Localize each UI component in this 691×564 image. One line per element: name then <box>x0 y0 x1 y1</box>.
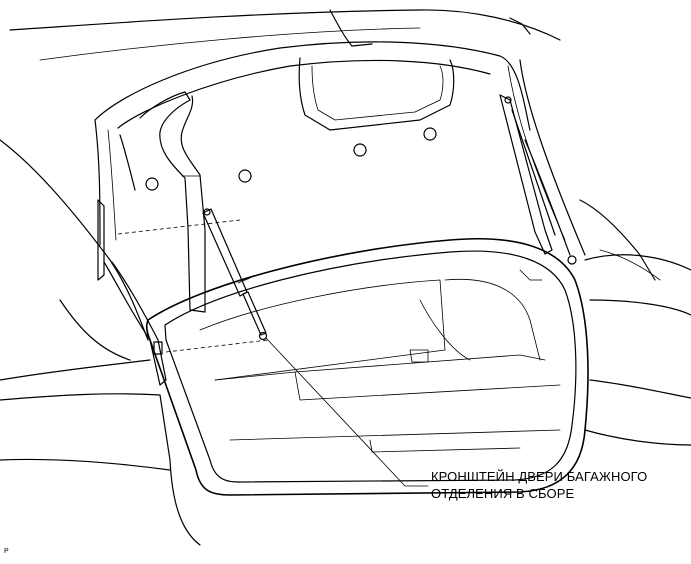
strut-callout-label: КРОНШТЕЙН ДВЕРИ БАГАЖНОГО ОТДЕЛЕНИЯ В СБ… <box>431 468 647 502</box>
callout-leader-line <box>265 337 429 487</box>
trunk-lid <box>94 41 586 313</box>
left-hinge <box>97 199 269 386</box>
callout-line-1: КРОНШТЕЙН ДВЕРИ БАГАЖНОГО <box>431 469 648 484</box>
figure-code: P <box>4 548 9 555</box>
roof-rear-window <box>9 9 561 61</box>
trunk-opening <box>0 139 691 546</box>
trunk-lid-support-strut <box>202 208 268 341</box>
callout-line-2: ОТДЕЛЕНИЯ В СБОРЕ <box>431 486 575 501</box>
right-hinge <box>499 94 577 265</box>
